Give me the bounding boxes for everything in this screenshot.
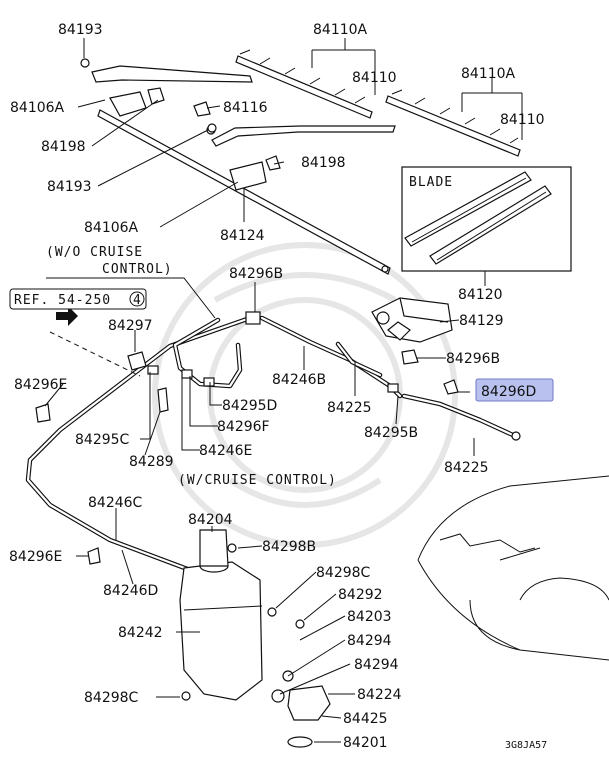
note-wo-cruise-line2: CONTROL) bbox=[102, 262, 173, 277]
washer-tank bbox=[179, 529, 263, 701]
left-wiper-blade bbox=[235, 49, 373, 119]
part-label-84296f[interactable]: 84296F bbox=[217, 419, 270, 435]
part-label-84295b[interactable]: 84295B bbox=[364, 425, 418, 441]
diagram-code: 3G8JA57 bbox=[505, 740, 547, 751]
part-label-84110a-right[interactable]: 84110A bbox=[461, 66, 516, 82]
blade-box-title: BLADE bbox=[409, 175, 453, 190]
part-label-84246d[interactable]: 84246D bbox=[103, 583, 158, 599]
part-label-84129[interactable]: 84129 bbox=[459, 313, 504, 329]
part-highlight-84296d bbox=[475, 378, 554, 402]
reference-arrow bbox=[49, 306, 141, 377]
ref-box bbox=[9, 288, 147, 310]
washer-pump bbox=[271, 670, 331, 721]
part-label-84106a-upper[interactable]: 84106A bbox=[10, 100, 65, 116]
part-label-84246e[interactable]: 84246E bbox=[199, 443, 252, 459]
part-label-84294-lower[interactable]: 84294 bbox=[354, 657, 399, 673]
part-label-84296e-lower[interactable]: 84296E bbox=[9, 549, 62, 565]
part-label-84296b-lower[interactable]: 84296B bbox=[446, 351, 500, 367]
left-wiper-arm bbox=[80, 58, 253, 83]
part-label-84193-upper[interactable]: 84193 bbox=[58, 22, 103, 38]
right-wiper-blade bbox=[385, 89, 521, 157]
part-label-84198-lower[interactable]: 84198 bbox=[301, 155, 346, 171]
part-label-84246c[interactable]: 84246C bbox=[88, 495, 143, 511]
part-label-84110-left[interactable]: 84110 bbox=[352, 70, 397, 86]
part-label-84292[interactable]: 84292 bbox=[338, 587, 383, 603]
leader-lines bbox=[44, 38, 523, 743]
pivot-nuts-and-caps bbox=[147, 87, 281, 171]
blade-box bbox=[401, 166, 572, 272]
part-label-84110-right[interactable]: 84110 bbox=[500, 112, 545, 128]
part-label-84298b[interactable]: 84298B bbox=[262, 539, 316, 555]
part-label-84296d[interactable]: 84296D bbox=[481, 384, 536, 400]
part-label-84298c-upper[interactable]: 84298C bbox=[316, 565, 371, 581]
watermark-logo bbox=[152, 242, 458, 548]
ref-number-circle bbox=[129, 291, 145, 307]
wiper-motor bbox=[371, 297, 453, 343]
hose-connectors bbox=[147, 311, 399, 393]
ref-number: 4 bbox=[133, 293, 142, 308]
part-label-84116[interactable]: 84116 bbox=[223, 100, 268, 116]
part-label-84193-lower[interactable]: 84193 bbox=[47, 179, 92, 195]
note-wo-cruise-line1: (W/O CRUISE bbox=[46, 245, 143, 260]
ref-label: REF. 54-250 bbox=[14, 293, 111, 308]
part-label-84297[interactable]: 84297 bbox=[108, 318, 153, 334]
right-wiper-arm bbox=[206, 125, 396, 147]
washer-hose-84225-upper bbox=[335, 341, 383, 378]
notes: (W/O CRUISE CONTROL) REF. 54-250 4 (W/CR… bbox=[14, 175, 547, 751]
part-label-84295d[interactable]: 84295D bbox=[222, 398, 277, 414]
part-label-84204[interactable]: 84204 bbox=[188, 512, 233, 528]
vehicle-outline bbox=[417, 475, 609, 661]
part-label-84224[interactable]: 84224 bbox=[357, 687, 402, 703]
grommet-84201 bbox=[287, 736, 313, 748]
part-label-84425[interactable]: 84425 bbox=[343, 711, 388, 727]
tank-bolts bbox=[181, 543, 305, 701]
clip-84296e-lower bbox=[87, 547, 101, 565]
part-label-84298c-lower[interactable]: 84298C bbox=[84, 690, 139, 706]
part-label-84203[interactable]: 84203 bbox=[347, 609, 392, 625]
part-label-84294-upper[interactable]: 84294 bbox=[347, 633, 392, 649]
part-label-84110a-left[interactable]: 84110A bbox=[313, 22, 368, 38]
part-label-84106a-lower[interactable]: 84106A bbox=[84, 220, 139, 236]
grommet-84297 bbox=[127, 351, 147, 371]
part-label-84198-upper[interactable]: 84198 bbox=[41, 139, 86, 155]
cruise-note-lines bbox=[46, 277, 216, 319]
part-label-84295c[interactable]: 84295C bbox=[75, 432, 130, 448]
clip-84296e-upper bbox=[35, 403, 51, 423]
motor-clip-84296b bbox=[401, 349, 419, 365]
part-label-84289[interactable]: 84289 bbox=[129, 454, 174, 470]
screw-84289 bbox=[157, 387, 169, 413]
part-label-84242[interactable]: 84242 bbox=[118, 625, 163, 641]
part-label-84246b[interactable]: 84246B bbox=[272, 372, 326, 388]
part-label-84296e-upper[interactable]: 84296E bbox=[14, 377, 67, 393]
washer-hose-cruise bbox=[172, 317, 243, 389]
part-label-84225-lower[interactable]: 84225 bbox=[444, 460, 489, 476]
washer-hose-84225-lower bbox=[401, 393, 521, 441]
note-w-cruise: (W/CRUISE CONTROL) bbox=[178, 473, 337, 488]
part-label-84201[interactable]: 84201 bbox=[343, 735, 388, 751]
part-label-84225-upper[interactable]: 84225 bbox=[327, 400, 372, 416]
part-label-84296b-upper[interactable]: 84296B bbox=[229, 266, 283, 282]
part-label-84120[interactable]: 84120 bbox=[458, 287, 503, 303]
part-labels: 84193 84110A 84110 84110A 84110 84106A 8… bbox=[9, 22, 545, 751]
part-label-84124[interactable]: 84124 bbox=[220, 228, 265, 244]
